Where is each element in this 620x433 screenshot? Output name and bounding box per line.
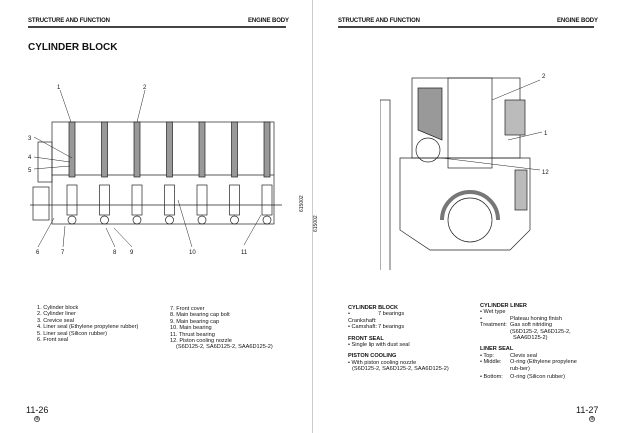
cap-bolt: [100, 215, 109, 225]
page-number: 11-27: [576, 405, 599, 415]
section-heading: FRONT SEAL: [348, 335, 384, 342]
cap-bolt: [262, 215, 272, 225]
callout-4: 4: [28, 155, 32, 161]
callout-12: 12: [542, 170, 549, 176]
figure-code: 615002: [299, 195, 305, 212]
callout-1: 1: [57, 85, 61, 91]
figure-code: 615002: [313, 215, 319, 232]
page-mark: ⑧: [34, 416, 40, 422]
section-heading: LINER SEAL: [480, 346, 514, 353]
section-heading: CYLINDER BLOCK: [348, 305, 399, 311]
page-number: 11-26: [26, 405, 49, 415]
main-bearing-cap: [131, 184, 143, 216]
main-bearing-cap: [196, 184, 208, 216]
spec-column-1: CYLINDER BLOCK • Crankshaft:7 bearings •…: [348, 305, 449, 373]
legend-column-1: 1. Cylinder block 2. Cylinder liner 3. C…: [37, 305, 138, 343]
spec-value: 7 bearings: [378, 324, 405, 331]
legend-item: 10. Main bearing: [170, 325, 212, 332]
spec-value: O-ring (Silicon rubber): [510, 374, 566, 381]
cylinder-liner: [231, 121, 238, 178]
spec-value: (S6D125-2, SA6D125-2,: [510, 328, 571, 335]
cap-bolt: [230, 215, 239, 225]
header-rule: [28, 26, 286, 28]
page-mark: ⑧: [589, 416, 595, 422]
spec-item: • With piston cooling nozzle: [348, 359, 417, 366]
cylinder-liner: [68, 121, 76, 178]
legend-item: 5. Liner seal (Silicon rubber): [37, 330, 107, 337]
legend-item: 3. Crevice seal: [37, 317, 74, 324]
legend-item: 6. Front seal: [37, 337, 69, 344]
spec-label: • Middle:: [480, 359, 502, 366]
legend-item: 2. Cylinder liner: [37, 311, 76, 318]
main-bearing-cap: [229, 184, 240, 216]
legend-item: 7. Front cover: [170, 306, 205, 312]
spec-value: 7 bearings: [378, 311, 405, 318]
spec-value: Plateau honing finish: [510, 315, 562, 322]
legend-item: 1. Cylinder block: [37, 305, 79, 311]
callout-9: 9: [130, 250, 134, 256]
spec-value: SAA6D125-2): [513, 335, 548, 342]
spec-value: O-ring (Ethylene propylene rub-ber): [510, 359, 577, 372]
spec-value: Gas soft nitriding: [510, 322, 552, 329]
legend-item: 9. Main bearing cap: [170, 318, 220, 325]
spec-item: • Single lip with dust seal: [348, 342, 410, 349]
main-bearing-cap: [66, 184, 78, 216]
callout-8: 8: [113, 250, 117, 256]
callout-6: 6: [36, 250, 40, 256]
main-bearing-cap: [99, 184, 110, 216]
header-chapter: ENGINE BODY: [557, 18, 598, 24]
legend-item: 8. Main bearing cap bolt: [170, 312, 230, 319]
main-bearing-cap: [261, 184, 273, 216]
callout-1: 1: [544, 131, 548, 137]
legend-column-2: 7. Front cover 8. Main bearing cap bolt …: [170, 306, 273, 351]
cap-bolt: [67, 215, 77, 225]
spec-value: Clevis seal: [510, 352, 538, 359]
spec-item: • Wet type: [480, 309, 506, 316]
cylinder-liner: [101, 121, 108, 178]
cylinder-block-diagram: 1 2 3 4 5 6 7 8 9 10 11: [28, 85, 282, 256]
legend-item: 12. Piston cooling nozzle: [170, 338, 232, 345]
section-heading: CYLINDER LINER: [480, 303, 527, 309]
main-bearing-cap: [164, 184, 175, 216]
spec-column-2: CYLINDER LINER • Wet type • Treatment: P…: [480, 303, 590, 380]
callout-5: 5: [28, 168, 32, 174]
header-chapter: ENGINE BODY: [248, 18, 289, 24]
header-rule: [338, 26, 594, 28]
cap-bolt: [132, 215, 142, 225]
legend-item: 11. Thrust bearing: [170, 331, 215, 338]
callout-10: 10: [189, 250, 196, 256]
callout-3: 3: [28, 136, 32, 142]
page-title: CYLINDER BLOCK: [28, 42, 118, 53]
page-divider: [312, 0, 313, 433]
spec-label: • Camshaft:: [348, 324, 378, 331]
cap-bolt: [197, 215, 207, 225]
legend-item: 4. Liner seal (Ethylene propylene rubber…: [37, 324, 139, 331]
cylinder-cross-section-diagram: 2 1 12: [380, 74, 549, 270]
spec-label: • Top:: [480, 352, 494, 359]
callout-7: 7: [61, 250, 65, 256]
header-section: STRUCTURE AND FUNCTION: [338, 18, 420, 24]
spec-label: • Crankshaft:: [348, 311, 377, 324]
cylinder-liner: [133, 121, 141, 178]
spec-item: (S6D125-2, SA6D125-2, SAA6D125-2): [352, 366, 449, 373]
section-heading: PISTON COOLING: [348, 353, 397, 360]
callout-11: 11: [241, 250, 248, 256]
cylinder-liner: [166, 121, 173, 178]
spec-label: • Bottom:: [480, 374, 503, 381]
spec-label: • Treatment:: [480, 315, 507, 329]
cylinder-liner: [263, 121, 271, 178]
cap-bolt: [165, 215, 174, 225]
header-section: STRUCTURE AND FUNCTION: [28, 18, 110, 24]
callout-2: 2: [143, 85, 147, 91]
callout-2: 2: [542, 74, 546, 80]
legend-item: (S6D125-2, SA6D125-2, SAA6D125-2): [176, 344, 273, 351]
cylinder-liner: [198, 121, 206, 178]
